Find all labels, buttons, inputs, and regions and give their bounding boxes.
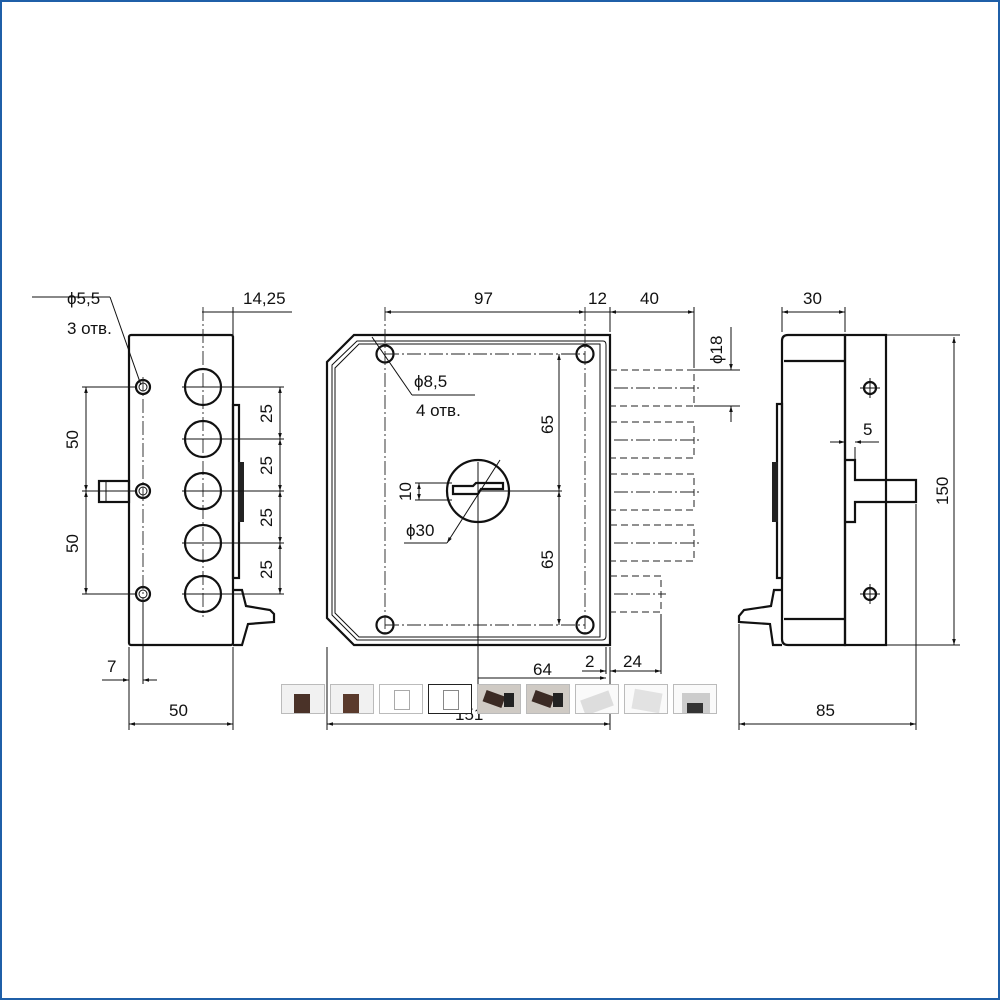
dim-hole-count: 3 отв. [67,319,112,338]
dim-pitch-3: 25 [257,508,276,527]
dim-depth: 30 [803,289,822,308]
plate-holes [860,378,880,604]
dim-pitch-4: 25 [257,560,276,579]
dim-spacing-upper: 50 [63,430,82,449]
dim-plate-gap: 5 [863,420,872,439]
thumbnail-9[interactable] [673,684,717,714]
dim-plate-offset: 12 [588,289,607,308]
dim-bolt-dia: ϕ18 [707,336,726,364]
dim-hole-width: 97 [474,289,493,308]
dim-width: 50 [169,701,188,720]
thumbnail-1[interactable] [281,684,325,714]
dim-cylinder-dia: ϕ30 [406,521,434,540]
thumbnail-8[interactable] [624,684,668,714]
thumbnail-2[interactable] [330,684,374,714]
thumbnail-6[interactable] [526,684,570,714]
dim-hole-dia: ϕ5,5 [67,289,100,308]
right-view: 30 5 150 85 [737,289,960,730]
dim-pitch-1: 25 [257,404,276,423]
dim-edge-offset: 7 [107,657,116,676]
dim-backset: 64 [533,660,552,679]
dim-height-upper: 65 [538,415,557,434]
dim-pitch-2: 25 [257,456,276,475]
dim-slot-height: 10 [396,482,415,501]
thumbnail-7[interactable] [575,684,619,714]
dim-height-lower: 65 [538,550,557,569]
thumbnail-4-selected[interactable] [428,684,472,714]
dim-mount-hole-count: 4 отв. [416,401,461,420]
dim-gap: 2 [585,652,594,671]
thumbnail-3[interactable] [379,684,423,714]
dim-mount-hole-dia: ϕ8,5 [414,372,447,391]
dim-bolt-throw: 40 [640,289,659,308]
left-view: ϕ5,5 3 отв. 14,25 50 50 25 25 25 25 7 50 [32,289,292,730]
bolts-hidden [610,369,699,613]
dim-short-bolt: 24 [623,652,642,671]
front-view: 97 12 40 ϕ18 ϕ8,5 4 отв. 65 65 10 ϕ30 64… [325,289,740,730]
dim-total-depth: 85 [816,701,835,720]
dim-spacing-lower: 50 [63,534,82,553]
dim-height: 150 [933,477,952,505]
dim-offset-top: 14,25 [243,289,286,308]
thumbnail-strip [281,684,717,714]
thumbnail-5[interactable] [477,684,521,714]
